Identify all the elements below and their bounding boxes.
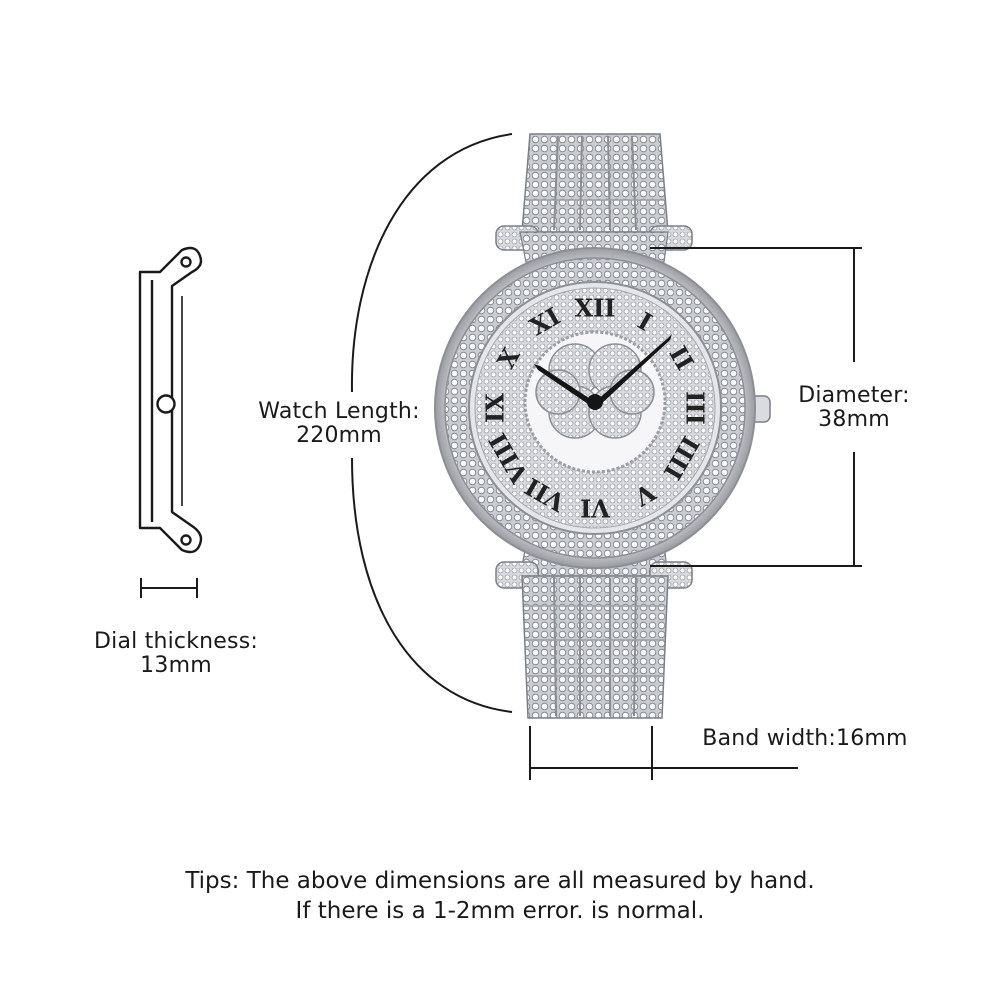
tips-line-1: Tips: The above dimensions are all measu… — [185, 868, 815, 894]
diameter-marker — [650, 247, 862, 567]
watch-length-caption: Watch Length: — [258, 399, 420, 424]
side-profile-outline — [138, 246, 203, 554]
dial-thickness-label: Dial thickness: 13mm — [86, 630, 266, 678]
dial-numeral: XII — [574, 294, 615, 323]
dial-thickness-caption: Dial thickness: — [94, 629, 258, 654]
minute-hand — [595, 334, 672, 406]
hand-pivot — [587, 394, 603, 410]
dial-numeral: III — [681, 391, 710, 425]
side-profile-drawing — [138, 246, 203, 554]
diameter-caption: Diameter: — [798, 383, 910, 408]
watch-length-arc-top — [350, 133, 513, 393]
hour-hand — [534, 364, 595, 406]
watch-length-label: Watch Length: 220mm — [246, 400, 432, 448]
dial-thickness-value: 13mm — [140, 653, 212, 678]
dial-thickness-marker — [140, 578, 198, 598]
watch-length-arc-bottom — [351, 457, 513, 713]
band-width-marker — [529, 726, 798, 780]
band-width-label: Band width:16mm — [702, 726, 908, 751]
side-profile-crown-icon — [156, 394, 176, 414]
dial-numeral: VI — [580, 494, 611, 523]
watch-hands — [534, 334, 672, 410]
side-profile-top-lug-pin — [180, 256, 192, 268]
dial-numeral: IX — [481, 393, 510, 423]
tips-line-2: If there is a 1-2mm error. is normal. — [295, 898, 705, 924]
diameter-label: Diameter: 38mm — [786, 384, 922, 432]
diameter-value: 38mm — [818, 407, 890, 432]
watch-length-value: 220mm — [296, 423, 382, 448]
side-profile-bottom-lug-pin — [180, 534, 192, 546]
bracelet-bottom — [495, 544, 693, 719]
bracelet-top — [495, 133, 693, 263]
